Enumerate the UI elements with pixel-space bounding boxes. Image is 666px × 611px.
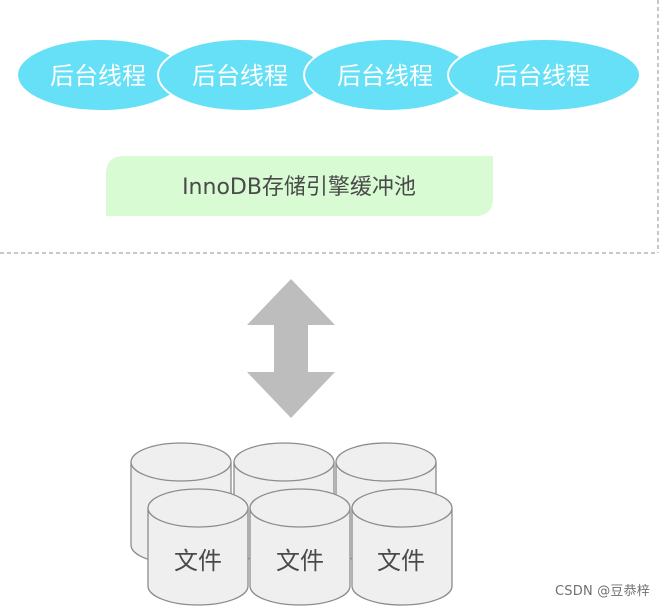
file-3-label: 文件 (377, 547, 425, 575)
file-cylinder-1: 文件 (147, 488, 249, 606)
thread-3-label: 后台线程 (337, 62, 433, 90)
file-cylinder-3: 文件 (351, 488, 453, 606)
bidirectional-arrow-icon (247, 279, 335, 418)
buffer-pool-label: InnoDB存储引擎缓冲池 (182, 175, 416, 200)
thread-4-ellipse (447, 38, 641, 112)
file-2-label: 文件 (276, 547, 324, 575)
background-threads: 后台线程 后台线程 后台线程 后台线程 (16, 38, 641, 112)
watermark: CSDN @豆恭梓 (555, 584, 650, 599)
thread-1: 后台线程 (16, 38, 186, 112)
file-1-label: 文件 (174, 547, 222, 575)
memory-region (0, 0, 659, 254)
thread-3: 后台线程 (303, 38, 473, 112)
thread-4-label: 后台线程 (494, 62, 590, 90)
buffer-pool-box (106, 156, 493, 216)
buffer-pool: InnoDB存储引擎缓冲池 (106, 156, 493, 216)
arrow-shape (247, 279, 335, 418)
thread-2: 后台线程 (157, 38, 327, 112)
thread-1-label: 后台线程 (50, 62, 146, 90)
thread-4: 后台线程 (447, 38, 641, 112)
file-cylinder-2: 文件 (249, 488, 351, 606)
disk-files-front-row: 文件 文件 文件 (147, 488, 453, 606)
thread-2-label: 后台线程 (192, 62, 288, 90)
